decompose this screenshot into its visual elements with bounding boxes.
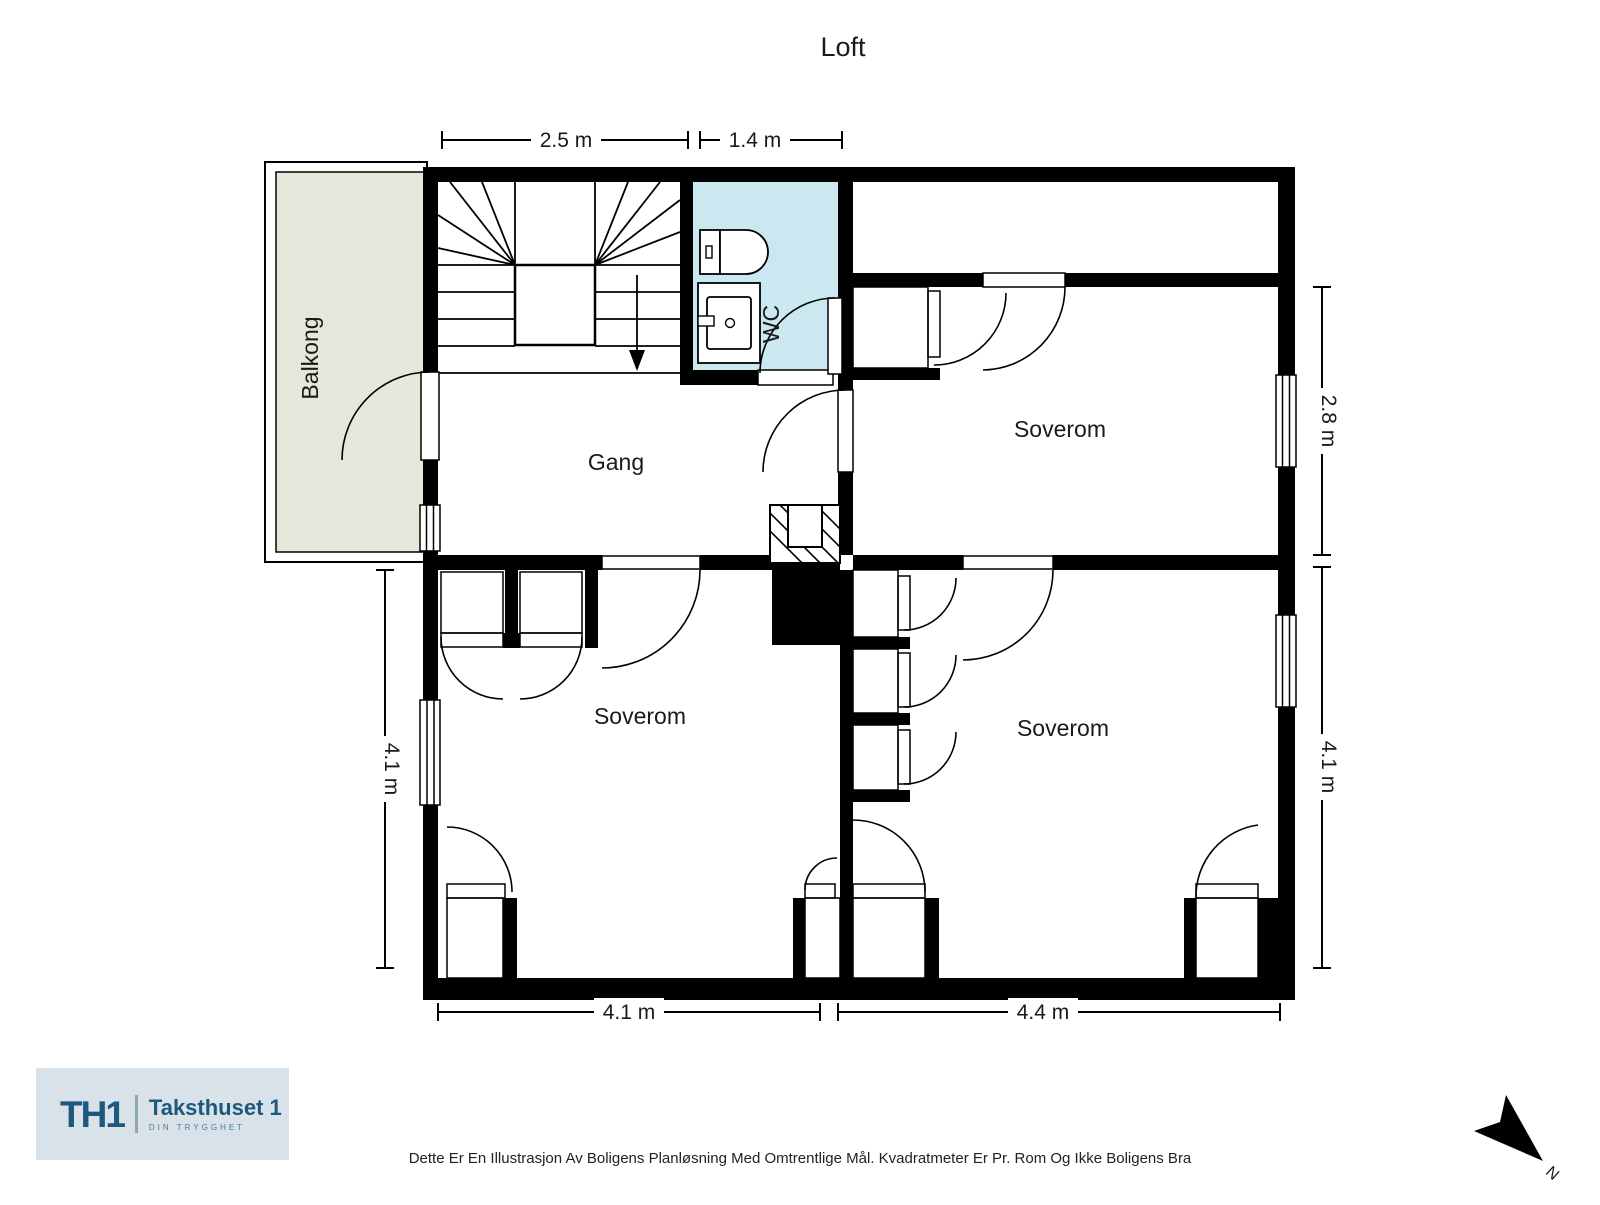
stairs bbox=[437, 181, 681, 374]
bedroom-bl-closet1-arc bbox=[440, 636, 504, 700]
company-logo: TH1 Taksthuset 1 DIN TRYGGHET bbox=[36, 1068, 289, 1160]
dim-bottom-left: 4.1 m bbox=[603, 1001, 656, 1024]
chimney-block bbox=[772, 563, 840, 645]
room-label-soverom-bottom-right: Soverom bbox=[1017, 715, 1109, 741]
footer-disclaimer: Dette Er En Illustrasjon Av Boligens Pla… bbox=[408, 1150, 1192, 1167]
compass: N bbox=[1474, 1095, 1562, 1184]
room-labels: Balkong WC Gang Soverom Soverom Soverom bbox=[297, 305, 1109, 741]
wc-door-arc bbox=[759, 297, 836, 374]
chimney-hatched bbox=[769, 504, 841, 564]
logo-tagline: DIN TRYGGHET bbox=[148, 1123, 246, 1133]
room-label-balkong: Balkong bbox=[297, 316, 323, 399]
bedroom-br-closet2-arc bbox=[903, 654, 957, 708]
gang-bedroom-door-arc bbox=[762, 389, 846, 473]
balcony-room bbox=[264, 161, 428, 563]
dimension-label-backgrounds bbox=[371, 126, 1336, 1026]
door-arcs bbox=[341, 286, 1259, 898]
dim-left: 4.1 m bbox=[380, 743, 403, 796]
balcony-floor bbox=[275, 171, 428, 553]
bedroom-bl-door-arc bbox=[601, 569, 701, 669]
bedroom-br-knee-arc bbox=[1195, 824, 1259, 898]
window-right-upper bbox=[1275, 374, 1297, 468]
dim-top-stairs: 2.5 m bbox=[540, 129, 593, 152]
room-label-soverom-top-right: Soverom bbox=[1014, 416, 1106, 442]
window-left-lower bbox=[419, 699, 441, 806]
dim-top-wc: 1.4 m bbox=[729, 129, 782, 152]
dim-bottom-right: 4.4 m bbox=[1017, 1001, 1070, 1024]
room-label-wc: WC bbox=[758, 305, 784, 343]
closet-outlines bbox=[440, 286, 1259, 979]
wc-fixtures bbox=[697, 229, 769, 364]
bedroom-br-closet3-arc bbox=[903, 731, 957, 785]
windows bbox=[419, 374, 1297, 806]
logo-divider bbox=[134, 1095, 138, 1133]
dim-right-lower: 4.1 m bbox=[1317, 741, 1340, 794]
balcony-door-arc bbox=[341, 371, 431, 461]
room-label-soverom-bottom-left: Soverom bbox=[594, 703, 686, 729]
window-right-lower bbox=[1275, 614, 1297, 708]
bedroom-tr-closet-arc bbox=[933, 292, 1007, 366]
bedroom-tr-door-arc bbox=[982, 286, 1066, 371]
dim-right-upper: 2.8 m bbox=[1317, 395, 1340, 448]
bedroom-br-closet1-arc bbox=[903, 577, 957, 631]
room-label-gang: Gang bbox=[588, 449, 644, 475]
dimension-labels: 2.5 m 1.4 m 2.8 m 4.1 m 4.1 m 4.1 m 4.4 … bbox=[380, 129, 1340, 1024]
mid-left-knee-arc bbox=[804, 857, 838, 891]
stair-direction-arrow-icon bbox=[629, 350, 645, 371]
logo-monogram-icon: TH1 bbox=[60, 1093, 126, 1135]
toilet-icon bbox=[699, 229, 769, 275]
bedroom-bl-knee-arc bbox=[446, 826, 513, 893]
north-arrow-icon bbox=[1474, 1095, 1543, 1161]
window-balcony-wall bbox=[419, 504, 441, 552]
sink-icon bbox=[697, 282, 761, 364]
page-title: Loft bbox=[820, 32, 866, 62]
bedroom-bl-closet2-arc bbox=[519, 636, 583, 700]
logo-company-name: Taksthuset 1 bbox=[148, 1094, 282, 1120]
bedroom-br-door-arc bbox=[962, 569, 1054, 661]
mid-right-knee-arc bbox=[852, 819, 926, 893]
